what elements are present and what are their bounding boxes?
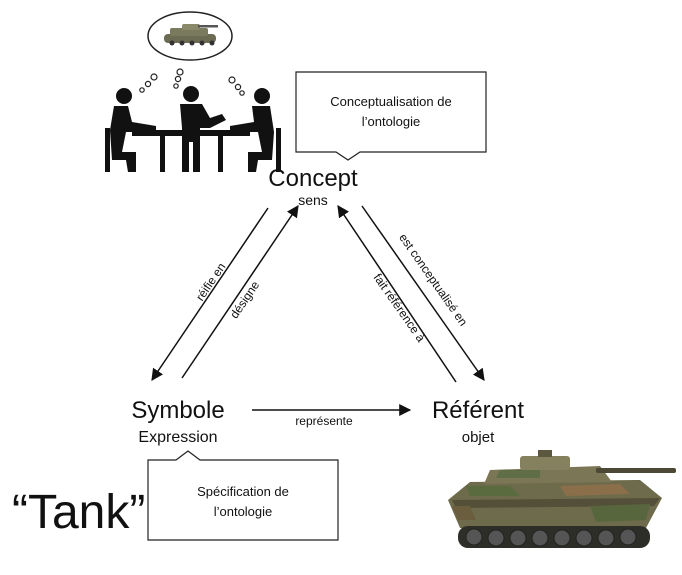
- tank-word: “Tank”: [12, 486, 145, 539]
- node-symbole-subtitle: Expression: [138, 429, 217, 446]
- arrow-designe: [181, 205, 299, 379]
- node-symbole-title: Symbole: [131, 397, 224, 424]
- edge-label-represente: représente: [295, 414, 353, 428]
- callout-conceptualisation-line1: Conceptualisation de: [330, 94, 451, 109]
- arrow-reifie-en: [151, 207, 269, 381]
- edge-label-fait-reference-a: fait référence à: [371, 271, 429, 345]
- node-referent-title: Référent: [432, 397, 524, 424]
- callout-conceptualisation-line2: l’ontologie: [362, 114, 421, 129]
- arrow-est-conceptualise-en: [361, 205, 485, 381]
- node-concept-title: Concept: [268, 165, 358, 192]
- callout-specification: Spécification de l’ontologie: [147, 450, 339, 541]
- tank-photo-icon: [448, 450, 676, 548]
- node-referent-subtitle: objet: [462, 429, 495, 446]
- thought-dots: [139, 68, 245, 96]
- edge-label-reifie-en: réifie en: [193, 260, 228, 303]
- callout-conceptualisation: Conceptualisation de l’ontologie: [295, 71, 487, 161]
- people-at-table-icon: [105, 86, 281, 172]
- callout-specification-line1: Spécification de: [197, 484, 289, 499]
- node-concept-subtitle: sens: [298, 192, 328, 208]
- arrow-fait-reference-a: [337, 205, 457, 383]
- callout-specification-line2: l’ontologie: [214, 504, 273, 519]
- thought-bubble-tank-icon: [147, 11, 233, 61]
